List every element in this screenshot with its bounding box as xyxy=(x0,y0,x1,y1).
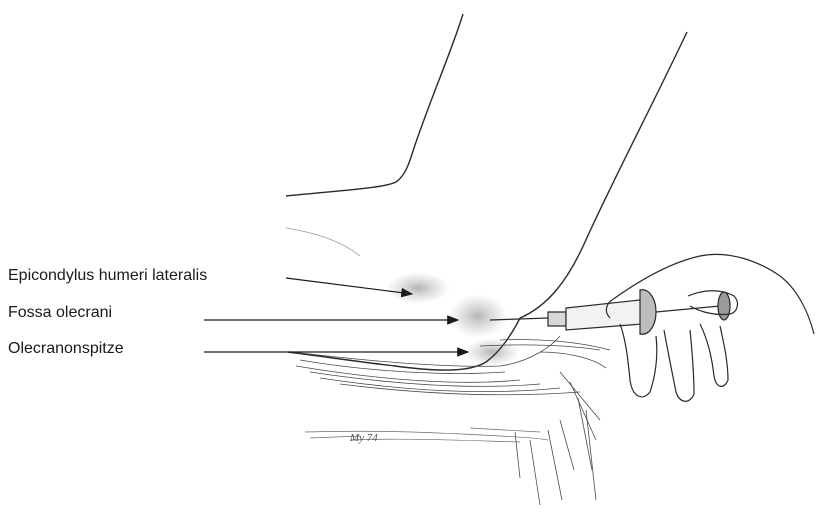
artist-signature: My 74 xyxy=(349,432,378,444)
fossa-shading xyxy=(448,294,508,338)
forearm-back-outline xyxy=(520,32,687,318)
olecranon-shading xyxy=(464,338,520,366)
syringe xyxy=(490,290,730,334)
hand xyxy=(606,254,814,401)
label-fossa-olecrani: Fossa olecrani xyxy=(8,304,112,322)
table-hatching xyxy=(292,336,610,505)
epicondylus-shading xyxy=(386,272,450,304)
arm-underside xyxy=(286,228,360,256)
label-epicondylus-humeri-lateralis: Epicondylus humeri lateralis xyxy=(8,267,207,285)
label-olecranonspitze: Olecranonspitze xyxy=(8,340,124,358)
floor-hatching xyxy=(305,428,548,442)
upper-arm-outline xyxy=(286,14,463,196)
